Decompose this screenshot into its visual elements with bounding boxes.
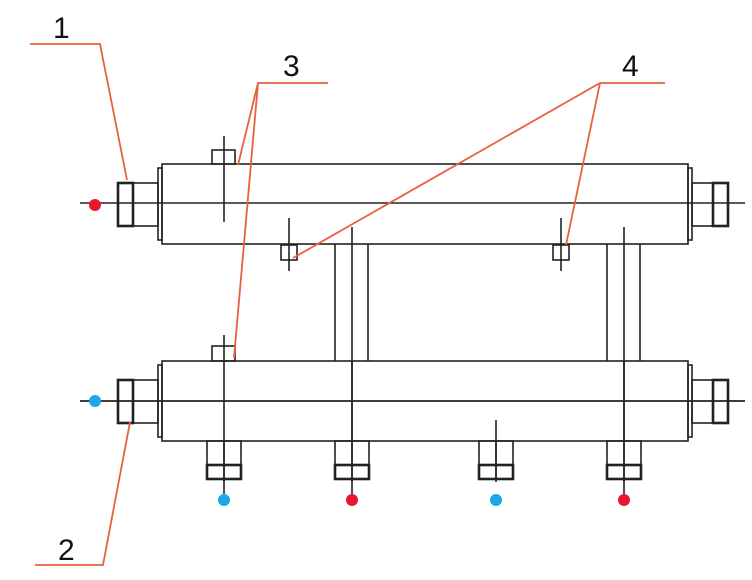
cold-return-dot: [89, 395, 101, 407]
lower-pipe: [80, 335, 745, 495]
label-4: 4: [622, 50, 639, 83]
leader-1: 1: [30, 12, 128, 181]
bottom-nozzles: [205, 440, 643, 482]
outlet-2-hot-dot: [346, 494, 358, 506]
label-3: 3: [283, 50, 300, 83]
label-2: 2: [58, 534, 75, 567]
hot-supply-dot: [89, 199, 101, 211]
leader-3: 3: [233, 50, 328, 359]
label-1: 1: [53, 12, 70, 45]
outlet-1-cold-dot: [218, 494, 230, 506]
upper-pipe: [116, 136, 730, 271]
outlet-4-hot-dot: [618, 494, 630, 506]
leader-2: 2: [35, 421, 131, 567]
outlet-3-cold-dot: [490, 494, 502, 506]
leader-4: 4: [292, 50, 665, 259]
